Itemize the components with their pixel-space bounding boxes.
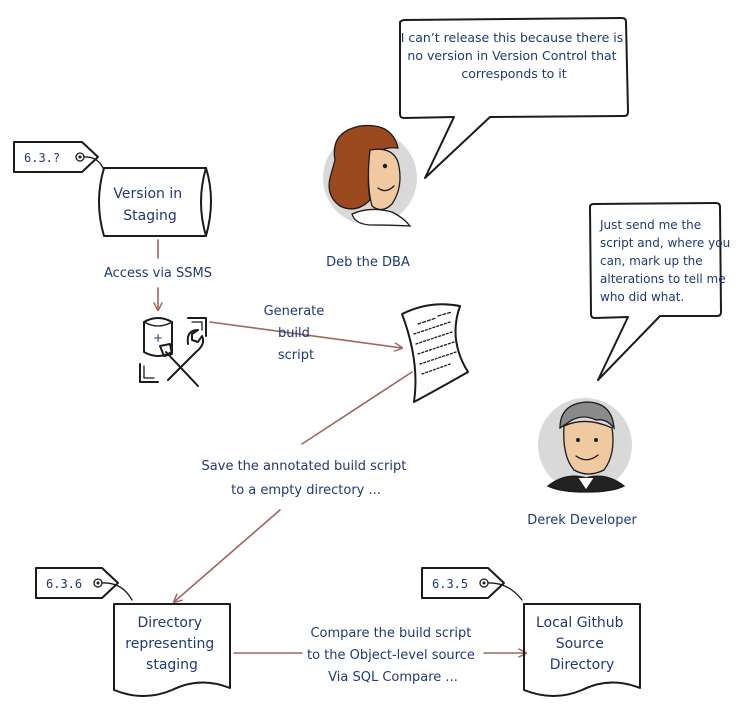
tag-directory-label: 6.3.6 (46, 577, 82, 591)
edge-compare-line-3: Via SQL Compare ... (328, 670, 458, 685)
deb-quote-line-1: I can’t release this because there is (401, 30, 624, 45)
edge-save-build-script: Save the annotated build script to a emp… (174, 371, 413, 602)
edge-access-via-ssms: Access via SSMS (104, 239, 212, 310)
directory-line-2: representing (125, 636, 214, 652)
ssms-plus-glyph: + (153, 331, 163, 345)
edge-generate-line-2: build (278, 326, 310, 341)
edge-save-line-2: to a empty directory ... (231, 483, 381, 498)
derek-quote-line-1: Just send me the (599, 218, 701, 232)
build-script-document-icon (401, 303, 469, 403)
tag-github-label: 6.3.5 (432, 577, 468, 591)
local-github-node: Local Github Source Directory (523, 603, 641, 697)
github-line-1: Local Github (536, 615, 624, 631)
derek-speech-bubble: Just send me the script and, where you c… (589, 202, 734, 381)
edge-generate-line-1: Generate (264, 304, 325, 319)
edge-generate-build-script: Generate build script (209, 304, 402, 363)
tag-staging-label: 6.3.? (24, 151, 60, 165)
github-line-3: Directory (550, 657, 615, 673)
svg-text:Version in Staging: Version in Staging (113, 186, 186, 224)
edge-save-line-1: Save the annotated build script (202, 459, 407, 474)
directory-line-3: staging (146, 657, 198, 673)
derek-quote-line-2: script and, where you (600, 236, 730, 250)
tag-staging-version: 6.3.? (13, 141, 105, 173)
svg-text:Local Github Source: Local Github Source Directory (536, 615, 628, 673)
version-in-staging-node: Version in Staging (98, 167, 212, 237)
directory-staging-node: Directory representing staging (113, 603, 231, 697)
svg-text:I can’t release this because t: I can’t release this because there is no… (401, 30, 628, 81)
ssms-tool-icon: + (139, 317, 207, 387)
derek-avatar: Derek Developer (527, 398, 637, 528)
version-staging-line-1: Version in (113, 186, 182, 202)
deb-speech-bubble: I can’t release this because there is no… (399, 17, 629, 179)
svg-text:Compare the build script: Compare the build script to the Object-l… (307, 626, 479, 685)
deb-quote-line-2: no version in Version Control that (407, 48, 616, 63)
edge-access-label: Access via SSMS (104, 266, 212, 281)
version-staging-line-2: Staging (123, 208, 177, 224)
derek-quote-line-4: alterations to tell me (600, 272, 726, 286)
edge-compare-via-sql-compare: Compare the build script to the Object-l… (233, 626, 526, 685)
edge-compare-line-2: to the Object-level source (307, 648, 475, 663)
deb-avatar: Deb the DBA (323, 124, 417, 270)
tag-github-version: 6.3.5 (421, 567, 523, 601)
derek-name-label: Derek Developer (527, 513, 637, 528)
github-line-2: Source (556, 636, 604, 652)
edge-compare-line-1: Compare the build script (310, 626, 471, 641)
derek-quote-line-3: can, mark up the (600, 254, 703, 268)
deb-quote-line-3: corresponds to it (461, 66, 566, 81)
deb-name-label: Deb the DBA (326, 255, 410, 270)
svg-text:Just send me the script: Just send me the script and, where you c… (599, 218, 734, 304)
edge-generate-line-3: script (278, 348, 314, 363)
svg-text:Generate build scr: Generate build script (264, 304, 329, 363)
tag-directory-version: 6.3.6 (35, 567, 133, 601)
directory-line-1: Directory (138, 615, 203, 631)
svg-text:Directory representing: Directory representing staging (125, 615, 218, 673)
derek-quote-line-5: who did what. (600, 290, 684, 304)
svg-text:Save the annotated build scrip: Save the annotated build script to a emp… (202, 459, 411, 498)
